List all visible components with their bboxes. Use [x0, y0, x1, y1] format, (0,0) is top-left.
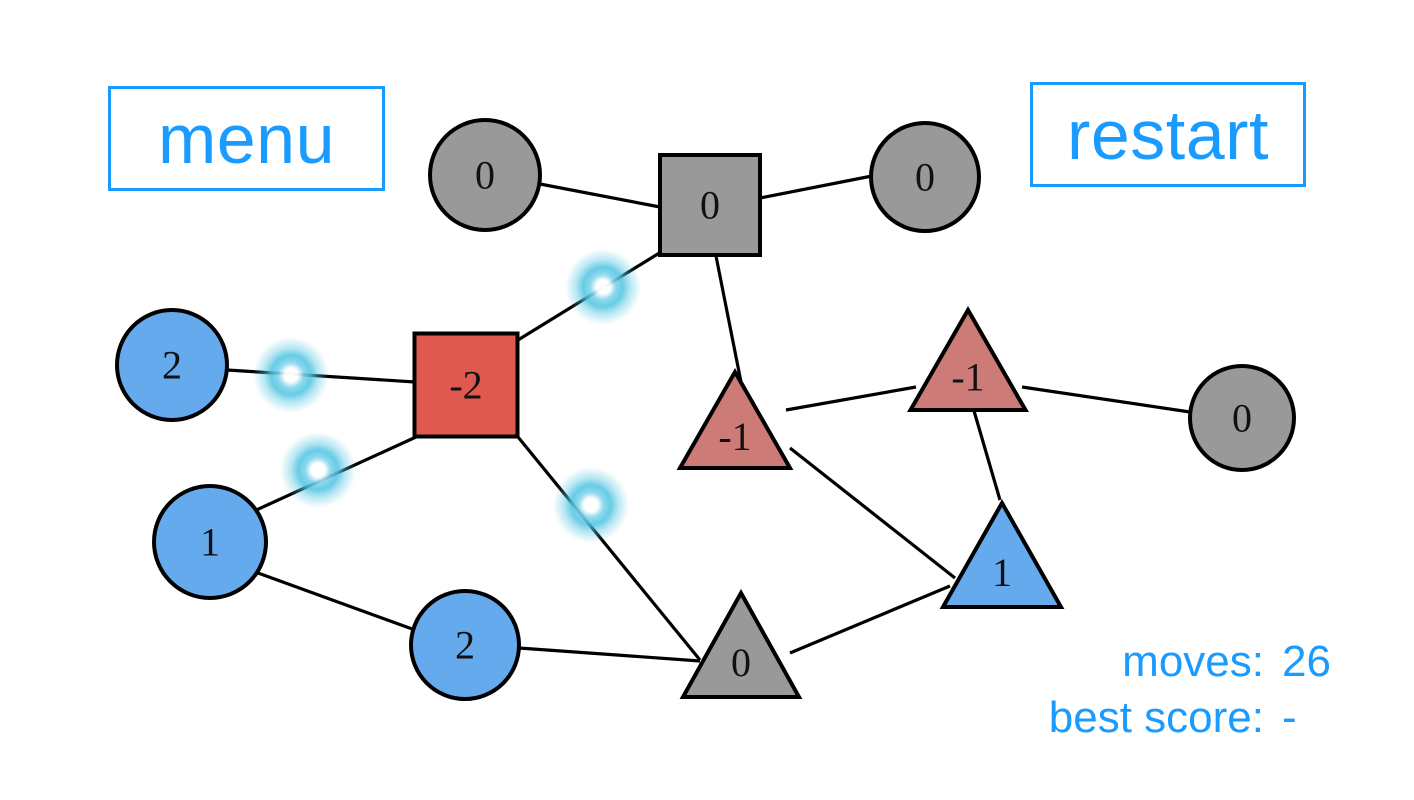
graph-node-circle[interactable]: 1 — [152, 484, 268, 600]
best-score-value: - — [1282, 693, 1297, 742]
graph-node-circle[interactable]: 2 — [409, 589, 521, 701]
graph-node-circle[interactable]: 2 — [115, 308, 229, 422]
graph-edge[interactable] — [257, 571, 416, 632]
graph-edge[interactable] — [970, 403, 1002, 501]
graph-node-triangle[interactable]: -1 — [676, 367, 794, 470]
moves-row: moves: 26 — [1049, 634, 1342, 690]
graph-node-triangle[interactable]: 1 — [939, 498, 1065, 609]
graph-node-square[interactable]: 0 — [658, 153, 762, 257]
graph-node-circle[interactable]: 0 — [428, 118, 542, 232]
graph-node-circle[interactable]: 0 — [869, 121, 981, 233]
restart-button[interactable]: restart — [1030, 82, 1306, 187]
graph-node-circle[interactable]: 0 — [1188, 364, 1296, 472]
graph-edge[interactable] — [539, 182, 661, 209]
edge-glow-marker-icon[interactable] — [565, 249, 641, 325]
moves-label: moves: — [1122, 637, 1264, 686]
graph-edge[interactable] — [759, 174, 873, 200]
edge-glow-marker-icon[interactable] — [253, 337, 329, 413]
best-score-label: best score: — [1048, 693, 1264, 742]
graph-node-square[interactable]: -2 — [412, 331, 520, 439]
graph-edge[interactable] — [789, 446, 956, 580]
graph-edge[interactable] — [516, 435, 702, 662]
graph-node-triangle[interactable]: -1 — [907, 305, 1029, 412]
glow-markers-layer — [253, 249, 641, 543]
edge-glow-marker-icon[interactable] — [553, 467, 629, 543]
graph-edge[interactable] — [714, 255, 745, 393]
edge-glow-marker-icon[interactable] — [280, 432, 356, 508]
graph-edge[interactable] — [789, 584, 951, 655]
graph-edge[interactable] — [518, 646, 701, 663]
graph-node-triangle[interactable]: 0 — [679, 588, 803, 699]
moves-value: 26 — [1282, 637, 1331, 686]
graph-edge[interactable] — [1021, 385, 1191, 414]
score-panel: moves: 26 best score: - — [1049, 634, 1342, 746]
best-score-row: best score: - — [1049, 690, 1342, 746]
menu-button[interactable]: menu — [108, 86, 385, 191]
graph-edge[interactable] — [785, 385, 917, 412]
